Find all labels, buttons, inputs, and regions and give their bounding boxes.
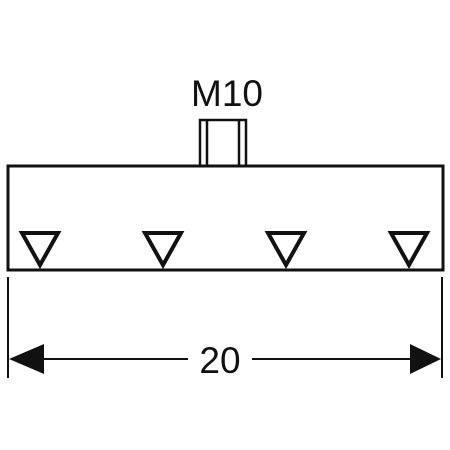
triangle-marker-icon	[387, 231, 431, 270]
width-dimension-label: 20	[199, 340, 240, 381]
thread-label: M10	[191, 73, 263, 114]
triangle-markers	[18, 231, 431, 270]
threaded-stud	[198, 118, 248, 168]
triangle-marker-icon	[264, 231, 308, 270]
arrowhead-right-icon	[410, 344, 441, 374]
arrowhead-left-icon	[9, 344, 44, 374]
base-block	[6, 164, 445, 272]
triangle-marker-icon	[18, 231, 62, 270]
triangle-marker-icon	[141, 231, 185, 270]
